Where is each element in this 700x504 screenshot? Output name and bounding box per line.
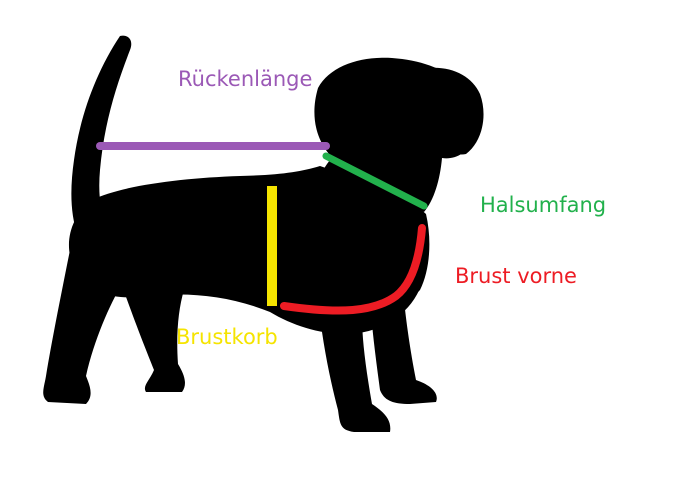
back-length-label: Rückenlänge (178, 69, 312, 90)
neck-girth-label: Halsumfang (480, 195, 606, 216)
chest-front-label: Brust vorne (455, 266, 577, 287)
chest-girth-label: Brustkorb (176, 327, 278, 348)
